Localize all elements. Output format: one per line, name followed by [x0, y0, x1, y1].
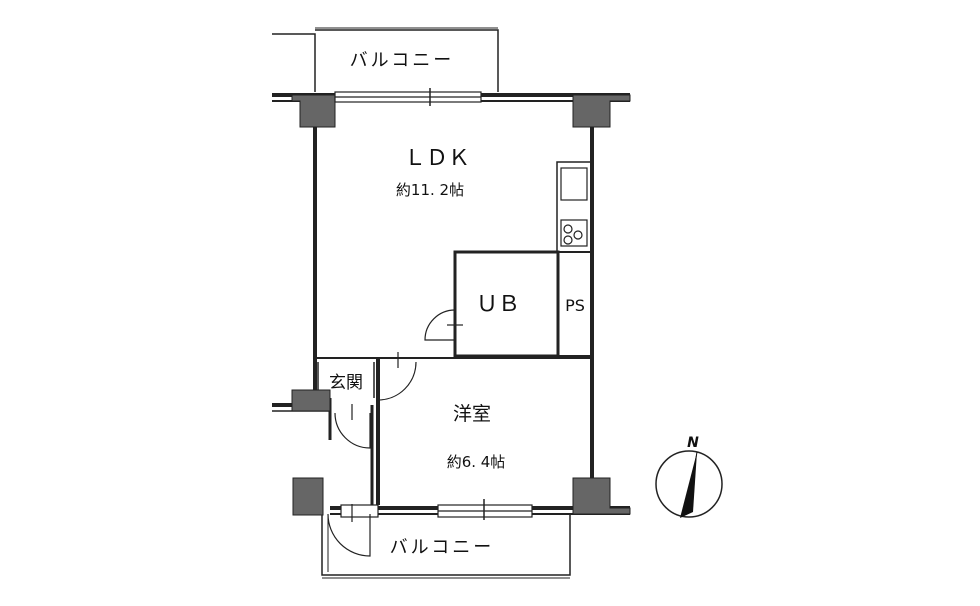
- north-arrow-icon: [680, 452, 697, 518]
- room-yoshitsu-name: 洋室: [453, 403, 491, 425]
- room-ldk-size: 約11. 2帖: [396, 181, 464, 199]
- room-genkan-name: 玄関: [329, 373, 363, 393]
- compass-north-label: N: [687, 435, 699, 451]
- doors: [327, 309, 463, 557]
- room-ub-name: ＵＢ: [476, 292, 520, 317]
- kitchen-stove-icon: [563, 224, 583, 245]
- room-yoshitsu-size: 約6. 4帖: [447, 453, 506, 471]
- balcony-bottom-label: バルコニー: [390, 537, 495, 558]
- room-labels: ＬＤＫ 約11. 2帖 ＵＢ PS 玄関 洋室 約6. 4帖 バルコニー バルコ…: [329, 50, 585, 558]
- balcony-top-label: バルコニー: [350, 50, 455, 71]
- room-ps-name: PS: [565, 296, 585, 315]
- room-ldk-name: ＬＤＫ: [404, 146, 470, 171]
- columns: [291, 94, 631, 516]
- windows: [334, 88, 533, 520]
- compass: N: [655, 435, 723, 518]
